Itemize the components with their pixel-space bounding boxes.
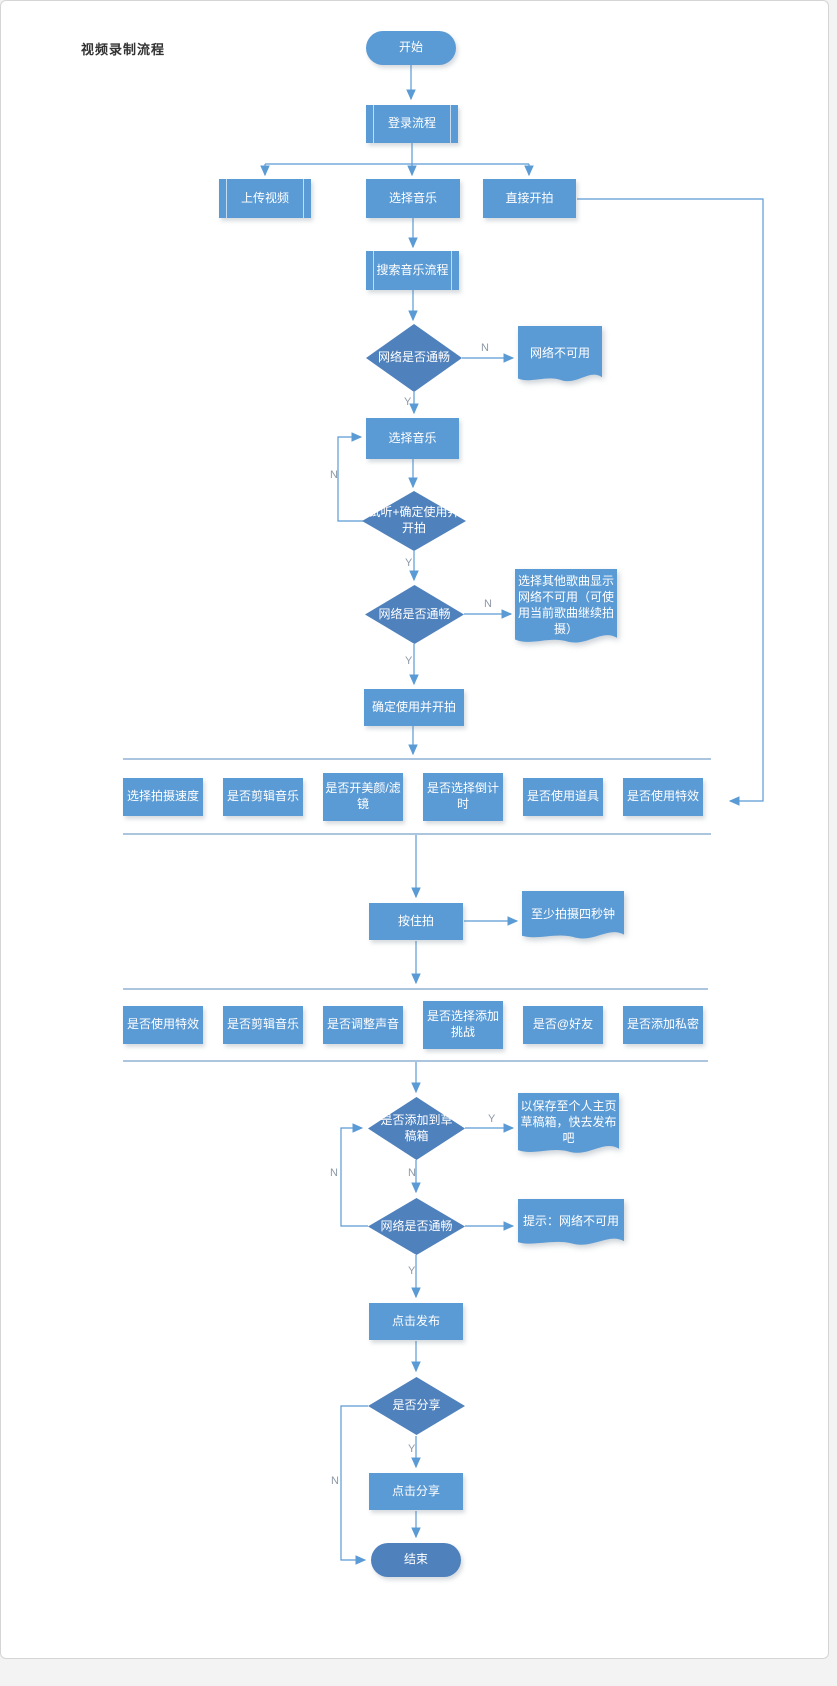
node-audition-confirm[interactable]: 试听+确定使用并开拍 xyxy=(362,491,466,551)
document-shape xyxy=(518,1093,619,1153)
option-add-private[interactable]: 是否添加私密 xyxy=(623,1006,703,1044)
node-end[interactable]: 结束 xyxy=(371,1543,461,1577)
edge-label-no: N xyxy=(331,1475,339,1487)
option-effects[interactable]: 是否使用特效 xyxy=(623,778,703,816)
node-click-share[interactable]: 点击分享 xyxy=(369,1473,463,1510)
node-doc-saved-to-draft[interactable]: 以保存至个人主页草稿箱，快去发布吧 xyxy=(518,1093,619,1161)
doc-text: 至少拍摄四秒钟 xyxy=(530,907,615,922)
node-network-check-2[interactable]: 网络是否通畅 xyxy=(365,585,464,644)
node-click-publish[interactable]: 点击发布 xyxy=(369,1303,463,1340)
option-at-friends[interactable]: 是否@好友 xyxy=(523,1006,603,1044)
node-doc-network-unavailable[interactable]: 网络不可用 xyxy=(518,326,602,390)
edge-label-no: N xyxy=(484,598,492,610)
node-hold-to-shoot[interactable]: 按住拍 xyxy=(369,903,463,940)
node-doc-four-seconds[interactable]: 至少拍摄四秒钟 xyxy=(522,891,624,947)
node-share-check[interactable]: 是否分享 xyxy=(368,1377,465,1435)
flowchart-canvas: 视频录制流程 xyxy=(0,0,829,1659)
node-network-check-1[interactable]: 网络是否通畅 xyxy=(366,324,462,392)
option-props[interactable]: 是否使用道具 xyxy=(523,778,603,816)
edge-label-no: N xyxy=(330,469,338,481)
doc-text: 网络不可用 xyxy=(529,346,590,361)
doc-text: 以保存至个人主页草稿箱，快去发布吧 xyxy=(520,1099,617,1145)
document-shape xyxy=(515,569,617,643)
doc-text: 提示：网络不可用 xyxy=(522,1214,619,1229)
edge-label-no: N xyxy=(330,1167,338,1179)
node-login-process[interactable]: 登录流程 xyxy=(366,105,458,143)
option-use-effects[interactable]: 是否使用特效 xyxy=(123,1006,203,1044)
node-network-check-3[interactable]: 网络是否通畅 xyxy=(368,1198,465,1255)
node-choose-music[interactable]: 选择音乐 xyxy=(366,418,459,459)
document-shape xyxy=(522,891,624,939)
edge-label-yes: Y xyxy=(404,396,412,408)
document-shape xyxy=(518,326,602,382)
option-beauty-filter[interactable]: 是否开美颜/滤镜 xyxy=(323,773,403,821)
doc-text: 选择其他歌曲显示网络不可用（可使用当前歌曲继续拍摄） xyxy=(517,574,614,636)
node-start[interactable]: 开始 xyxy=(366,31,456,65)
node-upload-video[interactable]: 上传视频 xyxy=(219,179,311,218)
node-doc-network-tip[interactable]: 提示：网络不可用 xyxy=(518,1199,624,1253)
node-confirm-shoot[interactable]: 确定使用并开拍 xyxy=(364,689,464,726)
edge-label-yes: Y xyxy=(405,655,413,667)
node-direct-shoot[interactable]: 直接开拍 xyxy=(483,179,576,218)
edge-label-yes: Y xyxy=(408,1443,416,1455)
node-doc-other-song[interactable]: 选择其他歌曲显示网络不可用（可使用当前歌曲继续拍摄） xyxy=(515,569,617,651)
node-choose-music-branch[interactable]: 选择音乐 xyxy=(366,179,460,218)
page-title: 视频录制流程 xyxy=(81,42,166,57)
edge-label-no: N xyxy=(481,342,489,354)
option-clip-music[interactable]: 是否剪辑音乐 xyxy=(223,778,303,816)
node-search-music-process[interactable]: 搜索音乐流程 xyxy=(366,251,459,290)
edge-label-no: N xyxy=(408,1167,416,1179)
edge-label-yes: Y xyxy=(488,1113,496,1125)
document-shape xyxy=(518,1199,624,1245)
option-add-challenge[interactable]: 是否选择添加挑战 xyxy=(423,1001,503,1049)
option-countdown[interactable]: 是否选择倒计时 xyxy=(423,773,503,821)
edge-label-yes: Y xyxy=(405,557,413,569)
option-clip-music-2[interactable]: 是否剪辑音乐 xyxy=(223,1006,303,1044)
option-shoot-speed[interactable]: 选择拍摄速度 xyxy=(123,778,203,816)
edge-label-yes: Y xyxy=(408,1265,416,1277)
node-draft-check[interactable]: 是否添加到草稿箱 xyxy=(368,1097,465,1160)
option-adjust-sound[interactable]: 是否调整声音 xyxy=(323,1006,403,1044)
